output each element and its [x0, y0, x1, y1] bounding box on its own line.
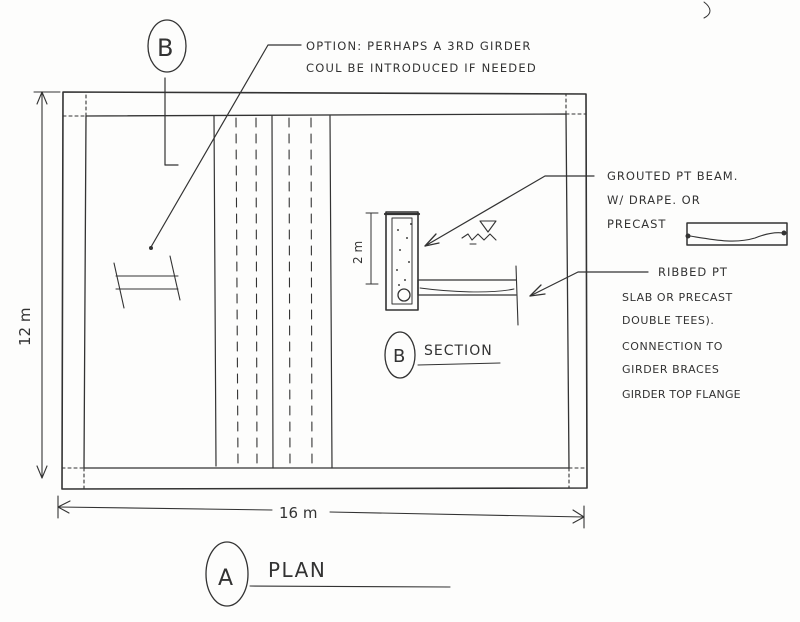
- section-mark-circle: [384, 331, 416, 379]
- beam-note-line2: W/ DRAPE. OR: [607, 193, 701, 207]
- section-mark: B: [393, 346, 405, 367]
- draped-beam-sketch: [685, 222, 788, 246]
- plan-mark-circle: [205, 541, 249, 607]
- slab-end: [515, 265, 519, 326]
- plan-mark: A: [218, 566, 233, 591]
- tendon-circle: [397, 288, 411, 302]
- slab-note-line2: SLAB OR PRECAST: [622, 291, 733, 304]
- option-note-line1: OPTION: PERHAPS A 3RD GIRDER: [306, 39, 532, 53]
- section-label-underline: [417, 362, 501, 366]
- option-leader-dot: [149, 246, 153, 250]
- section-girder-detail: 2 m: [351, 211, 519, 326]
- girder-strip: [213, 115, 333, 469]
- beam-leader: [424, 175, 595, 247]
- section-mark-top: B: [157, 34, 173, 62]
- girder-section-inner: [391, 217, 413, 305]
- slab-leader-arrow: [529, 284, 546, 297]
- optional-girder-hint: [113, 255, 181, 309]
- plan-label: PLAN: [268, 558, 326, 582]
- beam-leader-arrow: [424, 233, 440, 247]
- section-mark-circle-top: [147, 19, 187, 73]
- slab-leader: [529, 271, 649, 297]
- beam-depth-dim: 2 m: [351, 241, 365, 264]
- option-note-line2: COUL BE INTRODUCED IF NEEDED: [306, 61, 537, 75]
- girder-dashed-lines: [235, 117, 313, 467]
- beam-note-line3: PRECAST: [607, 217, 666, 231]
- slab-note-line6: GIRDER TOP FLANGE: [622, 388, 741, 401]
- height-dim-label: 12 m: [16, 308, 34, 346]
- paper-edge-mark: [703, 1, 711, 19]
- slab-note-line1: RIBBED PT: [658, 265, 728, 279]
- section-label: SECTION: [424, 343, 493, 359]
- slab-note-line4: CONNECTION TO: [622, 340, 723, 353]
- slab-tendon: [419, 287, 515, 293]
- option-leader: [150, 44, 302, 248]
- section-cut-line: [164, 77, 179, 166]
- plan-outer-boundary: [61, 91, 588, 490]
- girder-section-box: [385, 211, 419, 311]
- beam-note-line1: GROUTED PT BEAM.: [607, 169, 738, 183]
- plan-label-underline: [249, 585, 451, 588]
- width-dimension: [57, 495, 585, 529]
- height-dimension: [33, 91, 61, 479]
- width-dim-label: 16 m: [279, 504, 317, 522]
- slab-note-line5: GIRDER BRACES: [622, 363, 719, 376]
- girder-speckle: [396, 223, 412, 286]
- level-marker: [461, 220, 497, 245]
- slab-note-line3: DOUBLE TEES).: [622, 314, 715, 327]
- wall-joints: [61, 91, 588, 490]
- slab-section: [417, 279, 517, 296]
